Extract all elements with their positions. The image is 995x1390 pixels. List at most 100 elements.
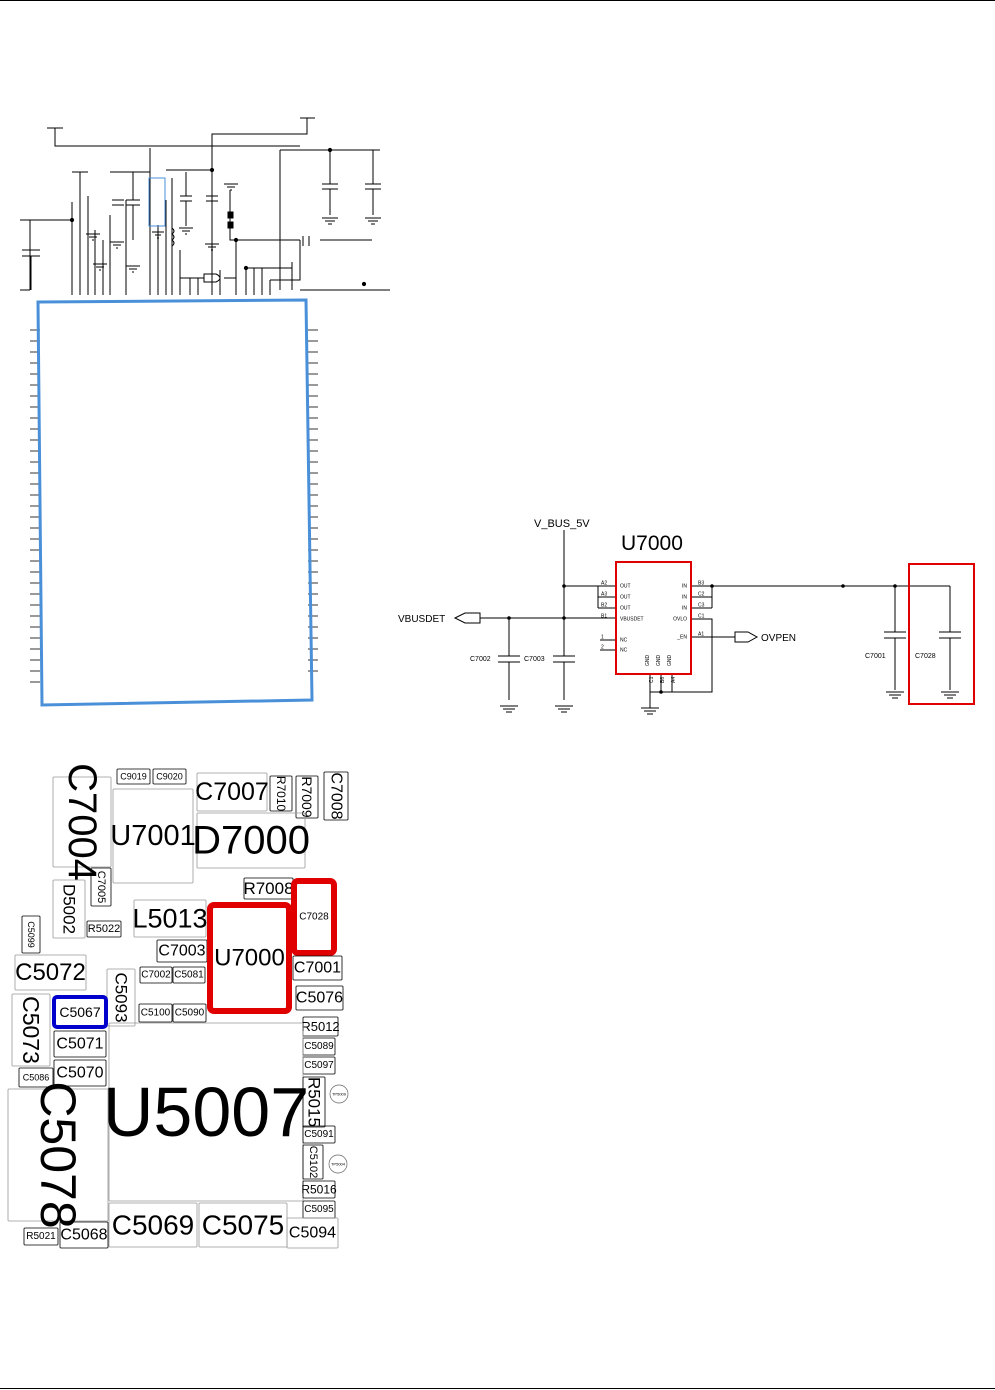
pcb-component-u7000: U7000 — [207, 902, 292, 1014]
pcb-component-c7002: C7002 — [139, 966, 173, 984]
pcb-component-r5015: R5015 — [302, 1076, 326, 1128]
pcb-component-r7009: R7009 — [295, 775, 319, 819]
pcb-component-c5067: C5067 — [52, 995, 108, 1029]
pcb-label: C7007 — [195, 778, 269, 806]
u7000-bottom-pin-name: GND — [667, 655, 673, 667]
pcb-label: C5090 — [175, 1008, 205, 1019]
u7000-right-pin-num: C3 — [698, 603, 705, 609]
u7000-left-pin-num: B1 — [601, 614, 607, 620]
u7000-right-pin-name: IN — [682, 595, 687, 601]
pcb-component-c5100: C5100 — [138, 1003, 173, 1023]
pcb-component-c5070: C5070 — [53, 1059, 107, 1087]
pcb-component-r7010: R7010 — [269, 775, 293, 812]
pcb-component-c9019: C9019 — [116, 768, 151, 785]
pcb-label: L5013 — [132, 904, 207, 934]
u7000-left-pin-name: VBUSDET — [620, 617, 644, 623]
pcb-component-c5073: C5073 — [11, 993, 51, 1067]
pcb-component-c7005: C7005 — [90, 867, 112, 907]
page-header-rule — [0, 0, 995, 1]
pcb-component-d5002: D5002 — [52, 879, 86, 939]
pcb-label: U7001 — [110, 820, 195, 852]
pcb-label: U7000 — [214, 945, 285, 972]
pcb-label: C5072 — [15, 959, 86, 986]
pcb-label: C7003 — [158, 943, 205, 960]
pcb-component-c5099: C5099 — [21, 915, 41, 954]
pcb-component-c7003: C7003 — [156, 939, 208, 963]
u7000-left-pin-num: A2 — [601, 581, 607, 587]
pcb-label: TP5009 — [332, 1092, 347, 1097]
pcb-label: C5095 — [304, 1204, 334, 1215]
pcb-label: C9020 — [156, 772, 183, 782]
pcb-component-c5072: C5072 — [14, 954, 87, 991]
pcb-label: R5012 — [301, 1019, 339, 1034]
pcb-label: C5099 — [26, 921, 36, 948]
pcb-label: C5067 — [59, 1004, 100, 1020]
u7000-bottom-pin-name: GND — [645, 655, 651, 667]
u7000-right-pin-name: OVLO — [673, 617, 687, 623]
u7000-left-pin-name: OUT — [620, 606, 631, 612]
pcb-label: C7002 — [141, 970, 171, 981]
u7000-left-pin-name: OUT — [620, 595, 631, 601]
net-label-vbusdet: VBUSDET — [398, 614, 445, 625]
pcb-component-c5093: C5093 — [106, 968, 136, 1027]
u7000-right-pin-num: A1 — [698, 632, 704, 638]
u7000-bottom-pin-name: GND — [656, 655, 662, 667]
pcb-component-u7001: U7001 — [110, 788, 196, 884]
pcb-label: R7009 — [299, 776, 315, 817]
pcb-component-c5097: C5097 — [302, 1056, 336, 1075]
pcb-label: TP5004 — [331, 1162, 346, 1167]
pcb-component-c5068: C5068 — [59, 1221, 109, 1249]
pcb-component-c5069: C5069 — [108, 1202, 198, 1248]
pcb-label: C5069 — [112, 1210, 195, 1241]
pcb-label: R5016 — [301, 1183, 337, 1197]
pcb-label: R5021 — [26, 1231, 56, 1242]
u7000-right-pin-name: IN — [682, 606, 687, 612]
pcb-label: C5100 — [141, 1008, 171, 1019]
pcb-label: D5002 — [60, 884, 79, 934]
pcb-component-c5094: C5094 — [286, 1217, 339, 1249]
pcb-label: C5073 — [18, 996, 44, 1064]
u7000-left-pin-num: B2 — [601, 603, 607, 609]
pcb-component-r5016: R5016 — [301, 1180, 337, 1199]
c7028-highlight — [908, 563, 975, 705]
u7000-left-pin-num: A3 — [601, 592, 607, 598]
pcb-component-tp5009: TP5009 — [329, 1084, 349, 1104]
cap-label-c7001: C7001 — [865, 653, 886, 660]
pcb-component-r7008: R7008 — [243, 877, 294, 900]
pcb-label: C5071 — [56, 1036, 103, 1053]
pcb-label: U5007 — [103, 1073, 309, 1151]
pcb-label: C5081 — [174, 970, 204, 981]
pcb-label: C9019 — [120, 772, 147, 782]
u7000-right-pin-name: IN — [682, 584, 687, 590]
pcb-label: C7028 — [299, 912, 329, 923]
u7000-left-pin-name: NC — [620, 648, 628, 654]
pcb-label: R7010 — [274, 776, 288, 812]
u7000-right-pin-num: C2 — [698, 592, 705, 598]
u7000-bottom-pin-num: C1 — [649, 676, 655, 683]
pcb-component-r5012: R5012 — [301, 1016, 340, 1037]
pcb-label: C5102 — [307, 1146, 319, 1178]
pcb-label: C7001 — [294, 960, 341, 977]
ic-pin-stubs — [30, 329, 318, 683]
pcb-component-c7001: C7001 — [292, 955, 343, 981]
pcb-component-c5078: C5078 — [7, 1081, 109, 1229]
pcb-label: C7004 — [60, 763, 104, 881]
u7000-left-pin-num: 1 — [601, 635, 604, 641]
u7000-right-pin-num: C1 — [698, 614, 705, 620]
pcb-label: C5097 — [304, 1060, 334, 1071]
schematic-highlight-small — [148, 177, 166, 227]
pcb-label: C5068 — [60, 1227, 107, 1244]
page-footer-rule — [0, 1388, 995, 1389]
cap-label-c7003: C7003 — [524, 656, 545, 663]
cap-label-c7028: C7028 — [915, 653, 936, 660]
u7000-bottom-pin-num: A4 — [671, 677, 677, 683]
pcb-component-r5021: R5021 — [23, 1227, 59, 1246]
pcb-component-tp5004: TP5004 — [328, 1154, 348, 1174]
pcb-label: C5091 — [304, 1129, 334, 1140]
pcb-component-d7000: D7000 — [192, 812, 310, 869]
pcb-component-c7008: C7008 — [323, 771, 349, 821]
pcb-component-c5075: C5075 — [198, 1202, 288, 1248]
